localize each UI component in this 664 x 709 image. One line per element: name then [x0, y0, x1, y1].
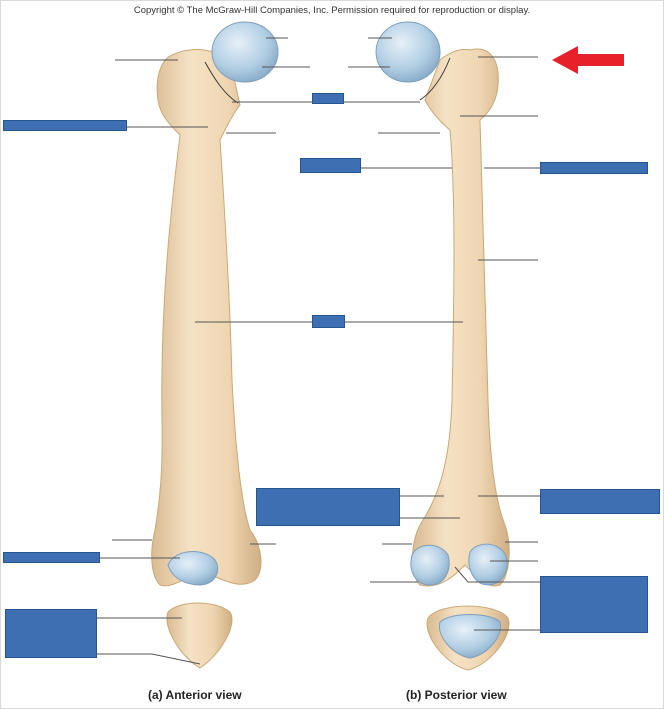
label-box-shaft[interactable] — [312, 315, 345, 328]
leader-line — [454, 566, 540, 583]
label-box-greater-trochanter-anterior[interactable] — [3, 120, 127, 131]
label-box-medial-supracondylar[interactable] — [256, 488, 400, 526]
posterior-lateral-condyle — [468, 543, 508, 586]
label-box-patella-posterior[interactable] — [540, 576, 648, 633]
red-arrow-left-icon — [552, 46, 624, 74]
anterior-patella — [166, 602, 233, 669]
posterior-femoral-head — [375, 21, 441, 83]
label-box-lateral-supracondylar[interactable] — [540, 489, 660, 514]
anterior-neck-line — [204, 61, 239, 104]
anterior-patellar-surface — [167, 551, 219, 586]
leader-lines — [96, 37, 540, 665]
posterior-femur — [375, 21, 510, 671]
posterior-patella-articular — [438, 614, 502, 659]
caption-posterior-view: (b) Posterior view — [406, 688, 507, 702]
anterior-femoral-head — [211, 21, 279, 83]
label-box-patella-anterior[interactable] — [5, 609, 97, 658]
label-box-neck[interactable] — [312, 93, 344, 104]
caption-anterior-view: (a) Anterior view — [148, 688, 242, 702]
label-box-patellar-surface[interactable] — [3, 552, 100, 563]
posterior-femur-body — [412, 48, 510, 587]
posterior-neck-line — [419, 57, 451, 101]
anterior-femur-body — [151, 49, 262, 587]
copyright-notice: Copyright © The McGraw-Hill Companies, I… — [133, 5, 531, 16]
posterior-medial-condyle — [410, 544, 450, 586]
label-box-gluteal-tuberosity[interactable] — [540, 162, 648, 174]
leader-line — [96, 653, 201, 665]
label-box-intertrochanteric-crest[interactable] — [300, 158, 361, 173]
anterior-femur — [151, 21, 279, 669]
